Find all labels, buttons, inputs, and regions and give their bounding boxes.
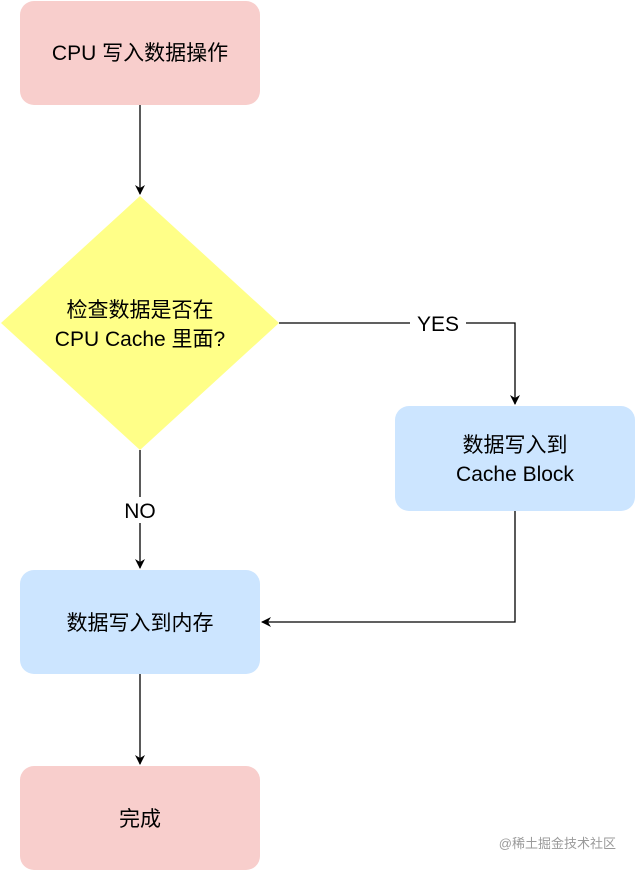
node-start-label: CPU 写入数据操作 [52,42,228,65]
node-done-label: 完成 [119,808,161,831]
edge-cache-to-memory [261,511,516,627]
node-decision-label-line1: 检查数据是否在 [67,299,214,322]
yes-label: YES [417,313,459,336]
no-label: NO [124,500,156,523]
node-write-cache-box [395,406,635,511]
node-done: 完成 [20,766,260,870]
node-write-memory-label: 数据写入到内存 [67,612,214,635]
yes-label-background [410,311,466,335]
node-write-cache: 数据写入到 Cache Block [395,406,635,511]
node-decision: 检查数据是否在 CPU Cache 里面? [1,196,279,450]
edge-decision-yes-to-cache [279,322,520,405]
node-start: CPU 写入数据操作 [20,1,260,105]
node-write-cache-label-line2: Cache Block [456,463,574,486]
node-decision-diamond [1,196,279,450]
node-write-memory-box [20,570,260,674]
node-write-cache-label-line1: 数据写入到 [463,434,568,457]
node-decision-label-line2: CPU Cache 里面? [55,328,225,351]
no-label-background [118,497,162,523]
node-start-box [20,1,260,105]
node-done-box [20,766,260,870]
node-write-memory: 数据写入到内存 [20,570,260,674]
watermark: @稀土掘金技术社区 [499,836,616,851]
